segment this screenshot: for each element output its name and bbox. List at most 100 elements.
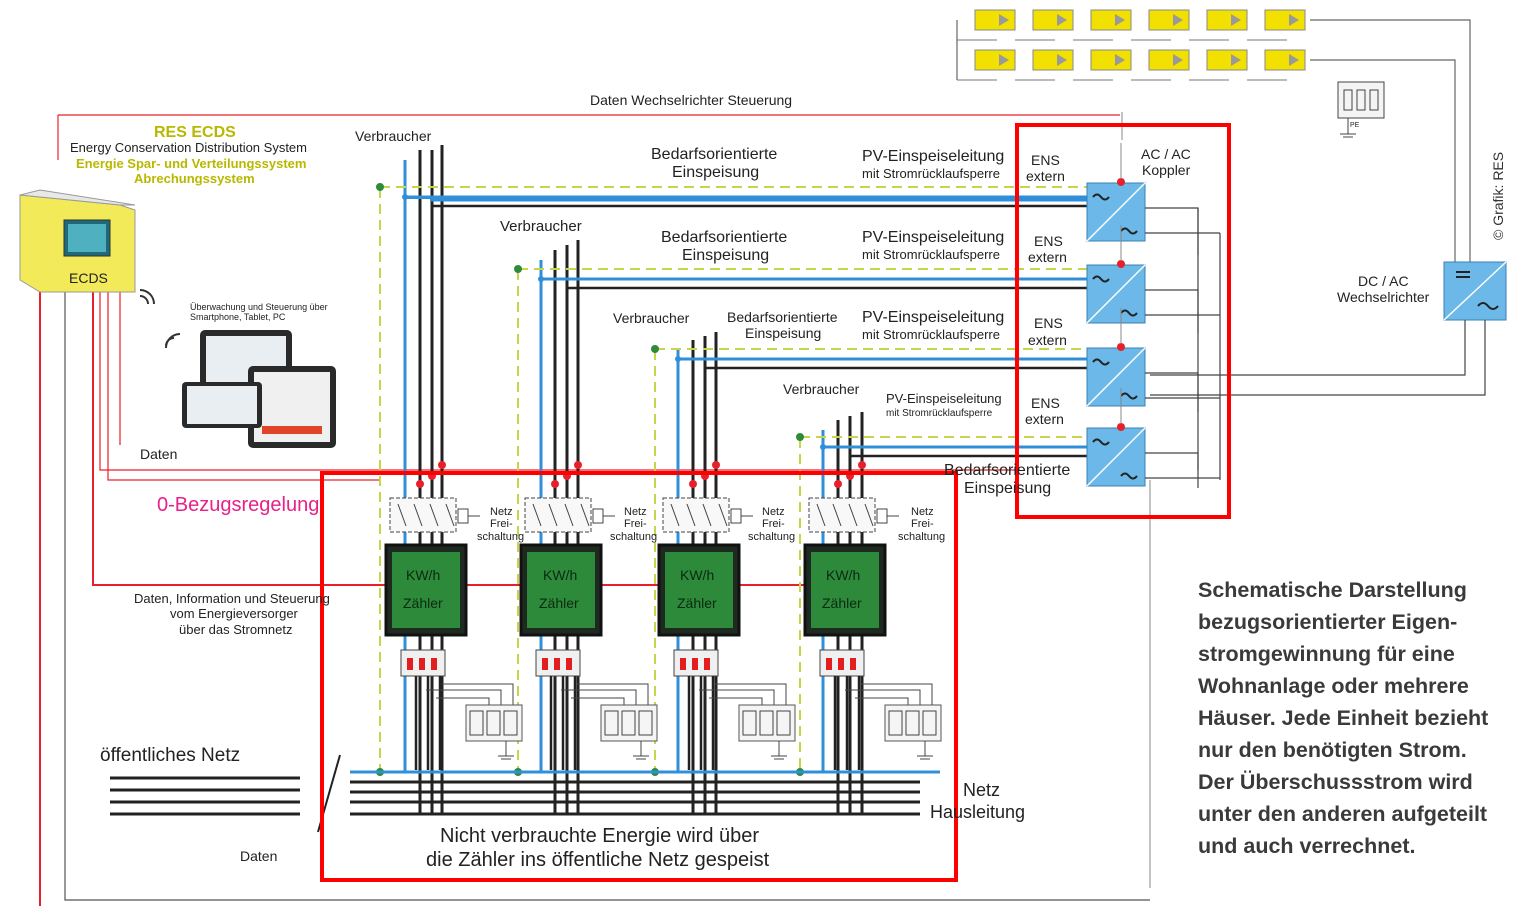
row2-verbraucher: Verbraucher: [500, 218, 582, 235]
solar-panel: [1090, 9, 1132, 31]
row2-ens-2: extern: [1028, 249, 1067, 265]
solar-panel: [1148, 9, 1190, 31]
unit2-netz-2: Frei-: [624, 518, 647, 530]
unit1-netz-2: Frei-: [490, 518, 513, 530]
unit2-netz-3: schaltung: [610, 531, 658, 543]
row1-pv-1: PV-Einspeiseleitung: [862, 148, 1005, 165]
bottom-note-line2: die Zähler ins öffentliche Netz gespeist: [426, 849, 770, 871]
solar-panel: [1206, 49, 1248, 71]
ac-ac-label-2: Koppler: [1142, 162, 1191, 178]
ecds-line2: Energie Spar- und Verteilungssystem: [76, 156, 307, 171]
solar-panel: [1264, 9, 1306, 31]
frame-lines: [39, 114, 1151, 906]
inverter-control-label: Daten Wechselrichter Steuerung: [590, 92, 793, 108]
ac-ac-coupler: [1086, 143, 1220, 255]
tablet-devices-icon: [182, 330, 336, 448]
credit-label: © Grafik: RES: [1490, 151, 1506, 240]
row3-pv-1: PV-Einspeiseleitung: [862, 309, 1005, 326]
highlight-box-units: [320, 471, 958, 882]
unit4-netz-1: Netz: [911, 506, 934, 518]
row2-bedarf-1: Bedarfsorientierte: [661, 229, 788, 246]
ecds-line1: Energy Conservation Distribution System: [70, 140, 307, 155]
solar-panel: [1032, 9, 1074, 31]
info-line1: Daten, Information und Steuerung: [134, 591, 330, 606]
ecds-brand: RES ECDS: [154, 124, 236, 141]
pv-dc-wiring: [956, 19, 1471, 262]
solar-panel: [974, 49, 1016, 71]
row1-ens-2: extern: [1026, 168, 1065, 184]
bottom-note-line1: Nicht verbrauchte Energie wird über: [440, 825, 760, 847]
row1-ens-1: ENS: [1031, 152, 1060, 168]
solar-panel: [1264, 49, 1306, 71]
unit1-meter-1: KW/h: [406, 567, 441, 583]
public-grid-label: öffentliches Netz: [100, 745, 241, 766]
solar-panel: [974, 9, 1016, 31]
solar-panel: [1206, 9, 1248, 31]
unit4-meter-2: Zähler: [822, 595, 862, 611]
unit4-netz-2: Frei-: [911, 518, 934, 530]
surge-protector: [738, 704, 796, 742]
wifi-icon: [139, 289, 181, 349]
ecds-box-label: ECDS: [69, 270, 108, 286]
unit2-meter-1: KW/h: [543, 567, 578, 583]
row3-ens-2: extern: [1028, 332, 1067, 348]
meter-display: [392, 552, 460, 628]
meter-unit: [519, 497, 658, 770]
ac-ac-couplers: [1086, 112, 1221, 488]
row1-bedarf-1: Bedarfsorientierte: [651, 146, 778, 163]
ac-ac-coupler: [1086, 225, 1220, 333]
row4-pv-2: mit Stromrücklaufsperre: [886, 408, 993, 419]
meter-units: [384, 497, 942, 770]
ecds-line3: Abrechungssystem: [134, 171, 255, 186]
unit1-netz-1: Netz: [490, 506, 513, 518]
public-grid-bus: [110, 754, 940, 833]
row4-bedarf-2: Einspeisung: [964, 480, 1052, 497]
row2-bedarf-2: Einspeisung: [682, 247, 770, 264]
surge-protector: [465, 704, 523, 742]
ac-ac-coupler: [1086, 388, 1220, 488]
info-line2: vom Energieversorger: [170, 606, 298, 621]
inverter-to-couplers: [1150, 320, 1486, 396]
row3-bedarf-1: Bedarfsorientierte: [727, 309, 838, 325]
row4-pv-1: PV-Einspeiseleitung: [886, 391, 1002, 406]
meter-unit: [657, 497, 796, 770]
row4-verbraucher: Verbraucher: [783, 381, 860, 397]
unit3-netz-3: schaltung: [748, 531, 796, 543]
highlight-box-couplers: [1015, 123, 1231, 519]
monitoring-line1: Überwachung und Steuerung über: [190, 302, 328, 312]
hausleitung-label: Hausleitung: [930, 802, 1026, 822]
ecds-box: [19, 189, 136, 293]
meter-unit: [384, 497, 523, 770]
surge-protector: [1337, 81, 1385, 138]
solar-panel: [1090, 49, 1132, 71]
row3-verbraucher: Verbraucher: [613, 310, 690, 326]
row2-pv-1: PV-Einspeiseleitung: [862, 229, 1005, 246]
unit3-netz-1: Netz: [762, 506, 785, 518]
side-description: Schematische Darstellung bezugsorientier…: [1198, 578, 1489, 858]
row1-bedarf-2: Einspeisung: [672, 164, 760, 181]
daten-bottom-label: Daten: [240, 848, 278, 864]
unit4-netz-3: schaltung: [898, 531, 946, 543]
row3-bedarf-2: Einspeisung: [745, 325, 822, 341]
unit1-netz-3: schaltung: [477, 531, 525, 543]
row4-bedarf-1: Bedarfsorientierte: [944, 462, 1071, 479]
row2-ens-1: ENS: [1034, 233, 1063, 249]
unit2-meter-2: Zähler: [539, 595, 579, 611]
row3-pv-2: mit Stromrücklaufsperre: [862, 327, 1000, 342]
row4-ens-1: ENS: [1031, 395, 1060, 411]
daten-left-label: Daten: [140, 446, 178, 462]
meter-display: [665, 552, 733, 628]
row2-pv-2: mit Stromrücklaufsperre: [862, 247, 1000, 262]
row1-verbraucher: Verbraucher: [355, 128, 432, 144]
row1-pv-2: mit Stromrücklaufsperre: [862, 166, 1000, 181]
ac-ac-coupler: [1086, 308, 1220, 412]
meter-display: [527, 552, 595, 628]
solar-panel: [1148, 49, 1190, 71]
unit3-meter-2: Zähler: [677, 595, 717, 611]
meter-unit: [803, 497, 942, 770]
solar-panel-array: [957, 9, 1306, 81]
info-line3: über das Stromnetz: [179, 622, 293, 637]
unit1-meter-2: Zähler: [403, 595, 443, 611]
dc-ac-label-1: DC / AC: [1358, 273, 1409, 289]
